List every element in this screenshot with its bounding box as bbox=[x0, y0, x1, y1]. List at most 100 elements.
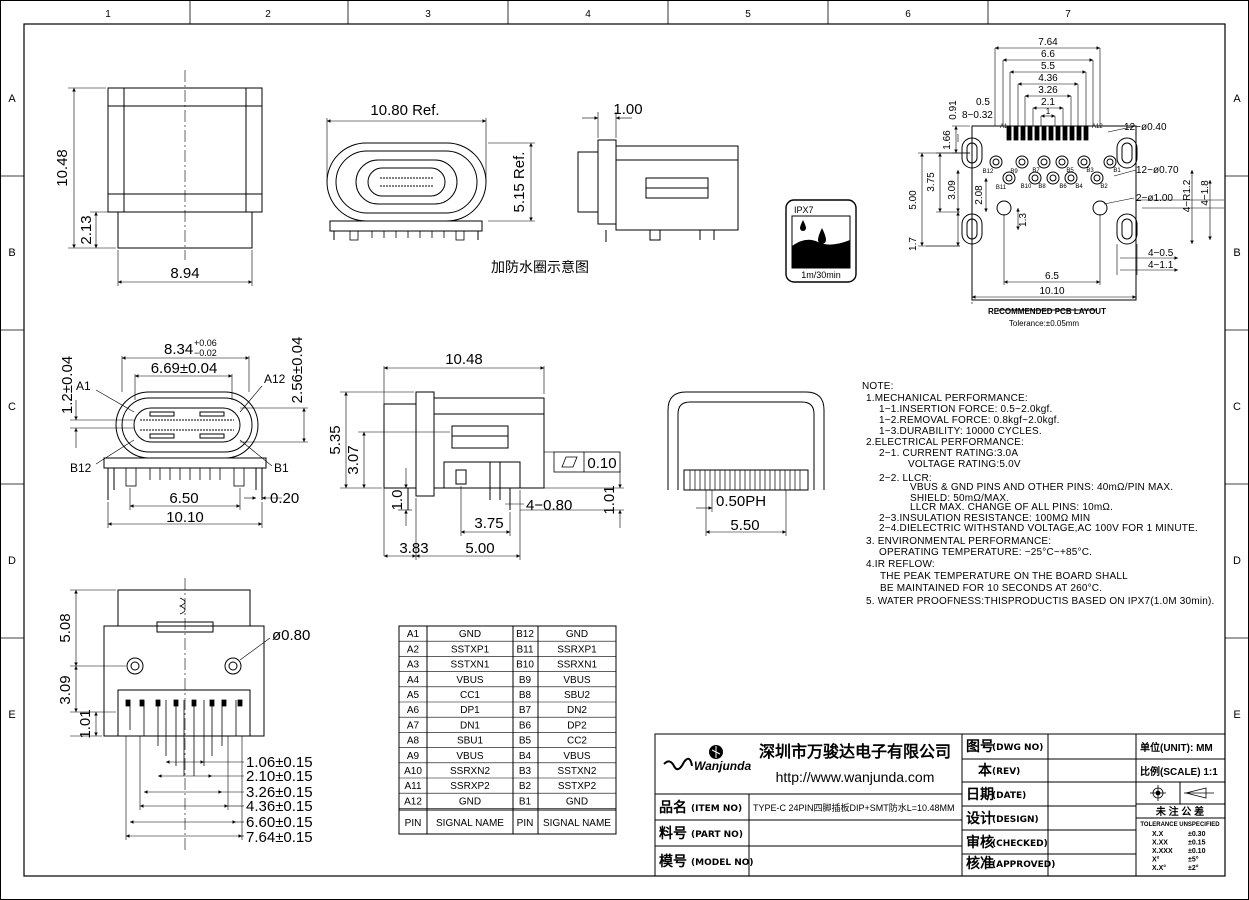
pin-table-cell: GND bbox=[459, 629, 481, 640]
pcb-through-holes bbox=[989, 155, 1117, 216]
tolerance-value: ±0.10 bbox=[1188, 848, 1206, 855]
dim-label: 0.50PH bbox=[716, 493, 766, 510]
part-no-en: (PART NO) bbox=[691, 830, 743, 840]
dim-label: 5.5 bbox=[1041, 61, 1055, 72]
design-label: 设计 bbox=[966, 810, 994, 827]
dim-label: 3.83 bbox=[399, 540, 428, 557]
item-no-value: TYPE-C 24PIN四脚插板DIP+SMT防水L=10.48MM bbox=[753, 802, 955, 813]
dim-label: 5.15 Ref. bbox=[511, 152, 528, 213]
pcb-top-pin-label: A12 bbox=[1092, 124, 1103, 130]
frame-col-labels: 1 2 3 4 5 6 7 bbox=[105, 9, 1071, 20]
dim-label: 1.0 bbox=[389, 490, 406, 511]
dim-label: 3.09 bbox=[57, 675, 74, 704]
dim-label: 10.80 Ref. bbox=[370, 102, 439, 119]
pin-table-cell: A9 bbox=[407, 751, 420, 762]
note-line: 1−2.REMOVAL FORCE: 0.8kgf~2.0kgf. bbox=[879, 415, 1060, 426]
row-label: A bbox=[1233, 93, 1241, 105]
pcb-slots bbox=[961, 137, 1138, 245]
dim-label: 1.00 bbox=[613, 101, 642, 118]
bottom-view bbox=[70, 578, 271, 850]
dwg-en: (DWG NO) bbox=[992, 743, 1043, 753]
tolerance-value: ±0.15 bbox=[1188, 840, 1206, 847]
pin-table-cell: DN1 bbox=[460, 720, 480, 731]
scale-label: 比例(SCALE) 1:1 bbox=[1140, 765, 1218, 778]
dim-label: −0.02 bbox=[194, 348, 217, 358]
title-block bbox=[654, 733, 1226, 877]
wp-front-pins bbox=[349, 230, 465, 241]
front-view-pins bbox=[125, 467, 245, 487]
dim-label: 5.35 bbox=[327, 425, 344, 454]
note-line: 2−3.INSULATION RESISTANCE: 100MΩ MIN bbox=[879, 513, 1090, 524]
pcb-top-pin-label: A1 bbox=[1000, 124, 1008, 130]
pcb-pin-label: B6 bbox=[1059, 184, 1067, 190]
dim-label: 6.69±0.04 bbox=[151, 360, 218, 377]
dim-label: 6.60±0.15 bbox=[246, 814, 313, 831]
dim-label: 4−0.80 bbox=[526, 497, 572, 514]
note-line: NOTE: bbox=[862, 381, 894, 392]
dim-label: 0.20 bbox=[270, 490, 299, 507]
date-label: 日期 bbox=[966, 787, 994, 803]
row-label: B bbox=[1233, 247, 1240, 259]
row-label: A bbox=[8, 93, 16, 105]
dim-label: 10.10 bbox=[166, 509, 204, 526]
row-label: E bbox=[8, 709, 15, 721]
tolerance-class: X.X bbox=[1152, 831, 1164, 838]
dim-label: 8.94 bbox=[170, 265, 199, 282]
dim-label: 1.01 bbox=[601, 485, 618, 514]
bottom-view-pins bbox=[125, 699, 243, 776]
dim-label: 0.91 bbox=[948, 100, 959, 120]
note-line: 2−1. CURRENT RATING:3.0A bbox=[879, 448, 1018, 459]
pcb-layout-title: RECOMMENDED PCB LAYOUT bbox=[988, 307, 1106, 316]
note-line: VOLTAGE RATING:5.0V bbox=[908, 459, 1021, 470]
tolerance-value: ±5° bbox=[1188, 856, 1199, 864]
pin-table-cell: B1 bbox=[519, 796, 532, 807]
note-line: VBUS & GND PINS AND OTHER PINS: 40mΩ/PIN… bbox=[910, 482, 1173, 493]
notes-block: NOTE: 1.MECHANICAL PERFORMANCE: 1−1.INSE… bbox=[862, 381, 1215, 607]
note-line: 5. WATER PROOFNESS:THISPRODUCTIS BASED O… bbox=[866, 596, 1215, 607]
dim-label: 1.01 bbox=[77, 709, 94, 738]
pin-table-cell: A1 bbox=[407, 629, 420, 640]
dim-label: 10.48 bbox=[54, 149, 71, 187]
pcb-layout-view bbox=[918, 46, 1224, 311]
dim-label: 8.34 bbox=[164, 341, 193, 358]
dim-label: 4−0.5 bbox=[1148, 248, 1174, 259]
note-line: SHIELD: 50mΩ/MAX. bbox=[910, 493, 1009, 504]
pin-table-cell: SBU2 bbox=[564, 690, 591, 701]
note-line: BE MAINTAINED FOR 10 SECONDS AT 260°C. bbox=[880, 583, 1102, 594]
note-line: 2−4.DIELECTRIC WITHSTAND VOLTAGE,AC 100V… bbox=[879, 523, 1198, 534]
pin-table-cell: A7 bbox=[407, 720, 420, 731]
pin-table-cell: B5 bbox=[519, 736, 532, 747]
note-line: 3. ENVIRONMENTAL PERFORMANCE: bbox=[866, 536, 1051, 547]
pin-table-cell: B10 bbox=[516, 660, 534, 671]
dim-label: 0.5 bbox=[976, 97, 990, 108]
col-label: 1 bbox=[105, 9, 111, 20]
pin-table-cell: VBUS bbox=[456, 675, 484, 686]
pin-table-cell: A2 bbox=[407, 644, 420, 655]
logo-text: Wanjunda bbox=[694, 759, 751, 773]
dim-label: 7.64±0.15 bbox=[246, 829, 313, 846]
dim-label: 2.10±0.15 bbox=[246, 768, 313, 785]
pin-table-cell: SSTXN1 bbox=[451, 660, 490, 671]
dim-label: 12−ø0.40 bbox=[1124, 122, 1167, 133]
dwg-label: 图号 bbox=[966, 739, 994, 755]
pin-table-cell: B7 bbox=[519, 705, 532, 716]
dim-label: 4.36 bbox=[1038, 73, 1058, 84]
tolerance-subtitle: TOLERANCE UNSPECIFIED bbox=[1140, 822, 1220, 828]
part-no-label: 料号 bbox=[659, 825, 687, 842]
rear-view-pins bbox=[689, 470, 801, 490]
pin-table-cell: SSTXP2 bbox=[558, 781, 597, 792]
projection-symbol bbox=[1150, 785, 1214, 801]
dim-label: 1.06±0.15 bbox=[246, 754, 313, 771]
row-label: C bbox=[8, 401, 16, 413]
pcb-pin-label: B10 bbox=[1021, 184, 1032, 190]
dim-label: 12−ø0.70 bbox=[1136, 165, 1179, 176]
pin-table-cell: A4 bbox=[407, 675, 420, 686]
dim-label: 1.3 bbox=[1018, 213, 1029, 227]
row-label: D bbox=[1233, 555, 1241, 567]
dim-label: 1 bbox=[1046, 107, 1051, 116]
item-no-en: (ITEM NO) bbox=[691, 804, 742, 814]
dim-label: 2.08 bbox=[974, 185, 985, 205]
note-line: 2.ELECTRICAL PERFORMANCE: bbox=[866, 437, 1024, 448]
